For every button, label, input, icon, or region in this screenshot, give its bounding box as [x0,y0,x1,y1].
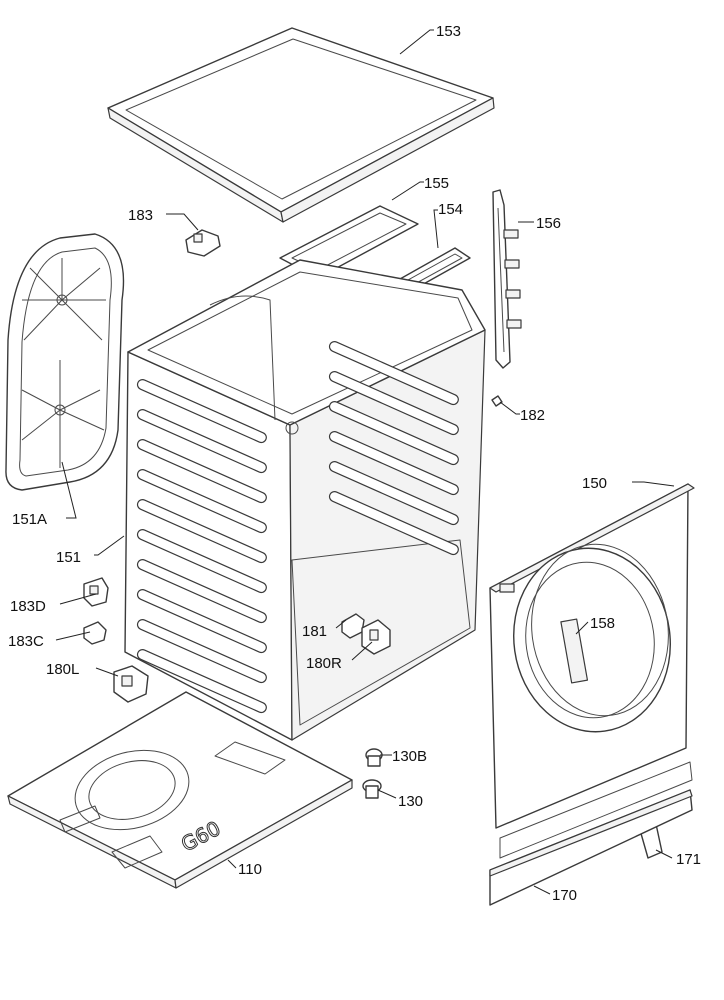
rear-panel-ribs [21,258,106,468]
leader-153 [399,29,434,55]
part-183d-bracket [83,577,109,607]
callout-150: 150 [582,475,607,492]
part-180r-foot-bracket [361,619,391,655]
callout-labels: 153 155 154 156 183 182 151A 151 150 183… [8,23,701,904]
callout-158: 158 [590,615,615,632]
part-183c-bracket [83,621,107,645]
part-151-cabinet [124,259,486,741]
callout-180r: 180R [306,655,342,672]
leader-151 [94,535,125,556]
callout-130b: 130B [392,748,427,765]
leader-158 [575,621,589,635]
part-182-clip [491,395,503,407]
callout-183: 183 [128,207,153,224]
callout-130: 130 [398,793,423,810]
leader-lines [55,29,675,895]
callout-151: 151 [56,549,81,566]
callout-183c: 183C [8,633,44,650]
part-130b-foot [365,748,383,767]
callout-155: 155 [424,175,449,192]
callout-182: 182 [520,407,545,424]
callout-151a: 151A [12,511,47,528]
leader-180r [351,641,373,661]
leader-183c [55,631,91,641]
callout-156: 156 [536,215,561,232]
leader-183 [166,213,199,231]
callout-181: 181 [302,623,327,640]
callout-180l: 180L [46,661,79,678]
part-180l-foot-bracket [113,665,149,703]
part-183-bracket [185,229,221,257]
leader-155 [391,181,424,201]
leader-150 [632,481,675,487]
part-170-kick-panel [489,761,693,906]
leader-183d [59,593,97,605]
callout-170: 170 [552,887,577,904]
callout-110: 110 [238,861,262,878]
part-130-foot [362,779,382,799]
part-151a-rear-panel [5,233,125,491]
cabinet-rear-stampings [328,341,459,556]
leader-170 [533,885,551,895]
part-153-top-cover [107,27,495,223]
callout-171: 171 [676,851,701,868]
leader-181 [335,619,347,629]
cabinet-side-stampings [136,379,267,714]
callout-154: 154 [438,201,463,218]
leader-110 [227,859,237,869]
part-156-side-strip [492,189,522,369]
leader-182 [499,401,520,415]
callout-153: 153 [436,23,461,40]
leader-130 [377,789,397,799]
leader-180l [95,667,119,677]
leader-171 [655,849,673,859]
part-110-base: G60 [7,691,353,889]
part-150-front-panel [489,483,695,829]
leader-151a [61,461,77,519]
callout-183d: 183D [10,598,46,615]
leader-154 [433,209,439,249]
